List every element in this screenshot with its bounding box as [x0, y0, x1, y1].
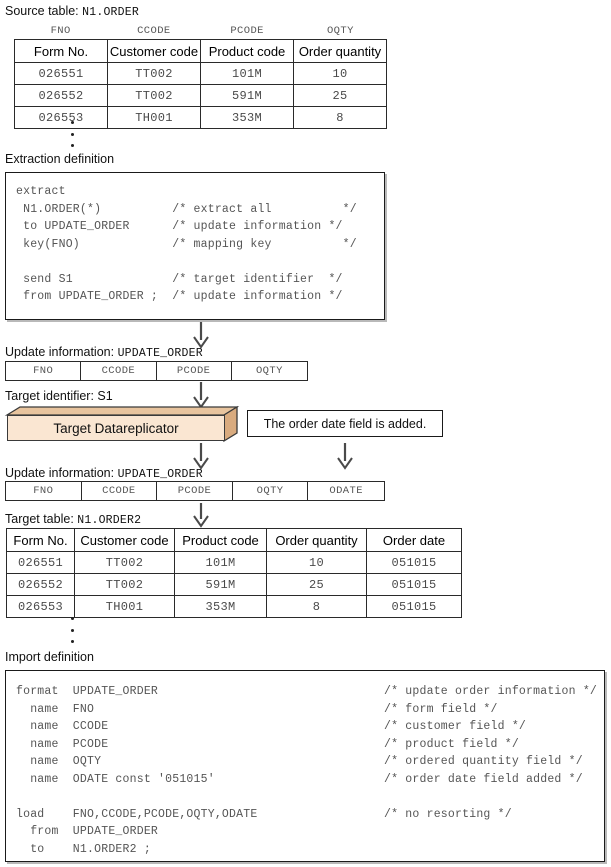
target-table-header-cell: Order date — [366, 528, 462, 552]
source-table-cell: 026552 — [14, 84, 108, 107]
target-table-cell: 10 — [266, 551, 367, 574]
update-info-1-field-ccode: CCODE — [81, 362, 157, 380]
order-date-callout: The order date field is added. — [247, 410, 443, 437]
target-table-caption-label: Target table: — [5, 512, 74, 526]
target-table-cell: 591M — [174, 573, 267, 596]
import-definition-caption: Import definition — [5, 650, 94, 664]
update-info-1-name: UPDATE_ORDER — [117, 347, 203, 360]
source-table-cell: TT002 — [107, 84, 201, 107]
extraction-definition-caption: Extraction definition — [5, 152, 115, 166]
target-table-cell: 8 — [266, 595, 367, 618]
target-table-cell: 101M — [174, 551, 267, 574]
extraction-definition-code: extract N1.ORDER(*) /* extract all */ to… — [16, 185, 357, 303]
target-table-caption: Target table: N1.ORDER2 — [5, 512, 141, 528]
target-table-cell: TT002 — [74, 551, 175, 574]
source-table-ellipsis — [70, 121, 74, 147]
source-table-name: N1.ORDER — [82, 6, 139, 19]
source-table-header-cell: Product code — [200, 39, 294, 63]
target-table-name: N1.ORDER2 — [77, 514, 142, 527]
update-info-1-label: Update information: — [5, 345, 115, 359]
source-field-name-ccode: CCODE — [137, 25, 171, 37]
source-table-cell: 353M — [200, 106, 294, 129]
target-table-cell: 026552 — [6, 573, 75, 596]
source-table-cell: 8 — [293, 106, 387, 129]
extraction-definition-box: extract N1.ORDER(*) /* extract all */ to… — [5, 172, 385, 320]
source-field-name-oqty: OQTY — [326, 25, 354, 37]
target-table-header-cell: Form No. — [6, 528, 75, 552]
target-table-cell: TT002 — [74, 573, 175, 596]
update-info-1-caption: Update information: UPDATE_ORDER — [5, 345, 203, 361]
target-table-cell: 051015 — [366, 595, 462, 618]
update-info-2-label: Update information: — [5, 466, 115, 480]
update-info-1-field-oqty: OQTY — [255, 365, 283, 377]
update-info-2-field-oqty: OQTY — [233, 482, 309, 500]
target-table-cell: TH001 — [74, 595, 175, 618]
source-table-cell: 591M — [200, 84, 294, 107]
source-table-cell: TH001 — [107, 106, 201, 129]
target-datareplicator-box: Target Datareplicator — [4, 405, 240, 443]
update-info-1-field-pcode: PCODE — [157, 362, 232, 380]
target-table-header-cell: Product code — [174, 528, 267, 552]
target-table-cell: 353M — [174, 595, 267, 618]
import-definition-box: format UPDATE_ORDER name FNO name CCODE … — [5, 670, 605, 862]
arrow-update1-to-datareplicator — [192, 382, 210, 409]
update-info-2-caption: Update information: UPDATE_ORDER — [5, 466, 203, 482]
source-table-cell: TT002 — [107, 62, 201, 85]
target-table-cell: 026553 — [6, 595, 75, 618]
arrow-callout-to-update2 — [336, 443, 354, 470]
target-table-ellipsis — [70, 617, 74, 643]
update-info-2-field-ccode: CCODE — [82, 482, 158, 500]
target-table-cell: 25 — [266, 573, 367, 596]
update-info-2-field-odate: ODATE — [329, 485, 363, 497]
update-info-2-field-fno: FNO — [6, 482, 82, 500]
arrow-datareplicator-to-update2 — [192, 443, 210, 470]
source-table-cell: 026551 — [14, 62, 108, 85]
update-info-2-name: UPDATE_ORDER — [117, 468, 203, 481]
target-table-cell: 051015 — [366, 573, 462, 596]
source-table-header-cell: Customer code — [107, 39, 201, 63]
target-table-header-cell: Customer code — [74, 528, 175, 552]
target-table-cell: 051015 — [366, 551, 462, 574]
target-table-header-cell: Order quantity — [266, 528, 367, 552]
update-info-1-field-fno: FNO — [6, 362, 82, 380]
source-table-cell: 101M — [200, 62, 294, 85]
source-field-name-fno: FNO — [50, 25, 71, 37]
import-definition-code-right: /* update order information */ /* form f… — [384, 685, 598, 821]
target-table-cell: 026551 — [6, 551, 75, 574]
source-table-header-cell: Order quantity — [293, 39, 387, 63]
arrow-extraction-to-update1 — [192, 322, 210, 349]
source-table-caption: Source table: N1.ORDER — [5, 4, 139, 20]
source-table-caption-label: Source table: — [5, 4, 79, 18]
datareplicator-label: Target Datareplicator — [7, 415, 225, 441]
arrow-update2-to-target-table — [192, 503, 210, 528]
source-table-cell: 10 — [293, 62, 387, 85]
import-definition-code-left: format UPDATE_ORDER name FNO name CCODE … — [16, 685, 258, 856]
source-field-names: FNO CCODE PCODE OQTY — [14, 25, 387, 37]
target-identifier-label: Target identifier: — [5, 389, 94, 403]
source-table-cell: 026553 — [14, 106, 108, 129]
source-field-name-pcode: PCODE — [230, 25, 264, 37]
target-identifier-value: S1 — [97, 389, 113, 403]
source-table-header-cell: Form No. — [14, 39, 108, 63]
target-identifier-caption: Target identifier: S1 — [5, 389, 113, 404]
update-info-2-field-pcode: PCODE — [157, 482, 233, 500]
source-table-cell: 25 — [293, 84, 387, 107]
